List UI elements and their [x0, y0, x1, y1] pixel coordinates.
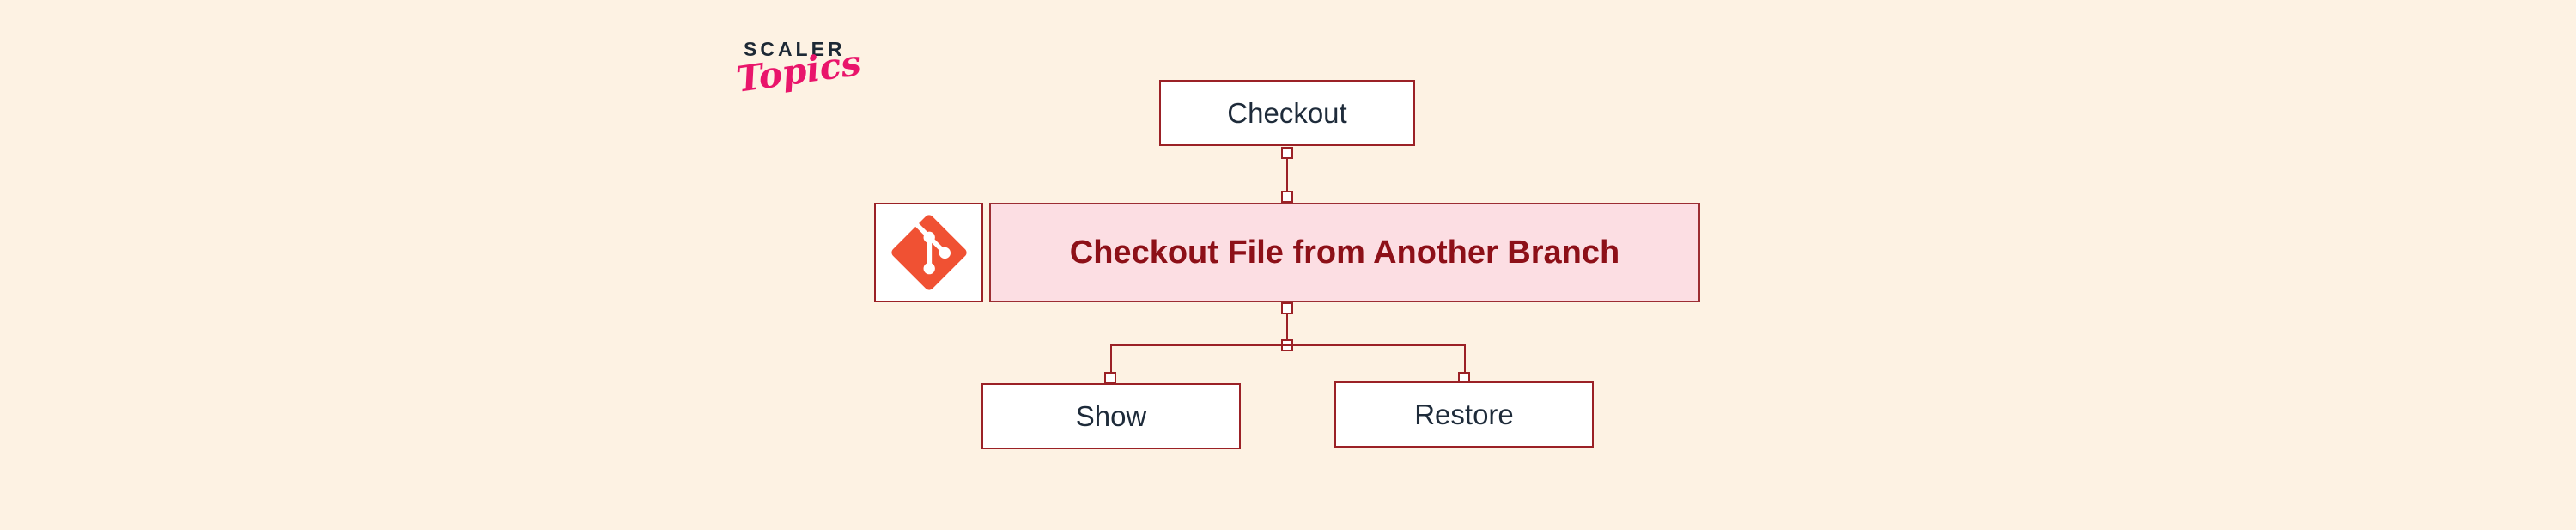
- edge-branch-to-show: [1110, 345, 1112, 374]
- connector-handle: [1281, 302, 1293, 314]
- node-title-label: Checkout File from Another Branch: [1069, 234, 1620, 271]
- connector-handle: [1281, 191, 1293, 203]
- node-checkout: Checkout: [1159, 80, 1415, 146]
- edge-title-to-branch: [1286, 314, 1288, 341]
- edge-branch-horizontal: [1110, 344, 1466, 346]
- git-icon: [890, 215, 967, 290]
- logo-brand-text: SCALER: [744, 38, 846, 60]
- scaler-topics-logo: SCALER Topics: [734, 38, 881, 101]
- node-show-label: Show: [1075, 399, 1147, 432]
- node-show: Show: [981, 383, 1241, 449]
- node-checkout-label: Checkout: [1227, 96, 1347, 129]
- edge-branch-to-restore: [1464, 345, 1466, 374]
- node-restore: Restore: [1334, 381, 1594, 448]
- node-restore-label: Restore: [1414, 398, 1514, 430]
- edge-parent-to-title: [1286, 158, 1288, 192]
- connector-handle: [1104, 372, 1116, 384]
- connector-handle: [1281, 147, 1293, 159]
- node-title: Checkout File from Another Branch: [989, 203, 1700, 302]
- git-logo-box: [874, 203, 983, 302]
